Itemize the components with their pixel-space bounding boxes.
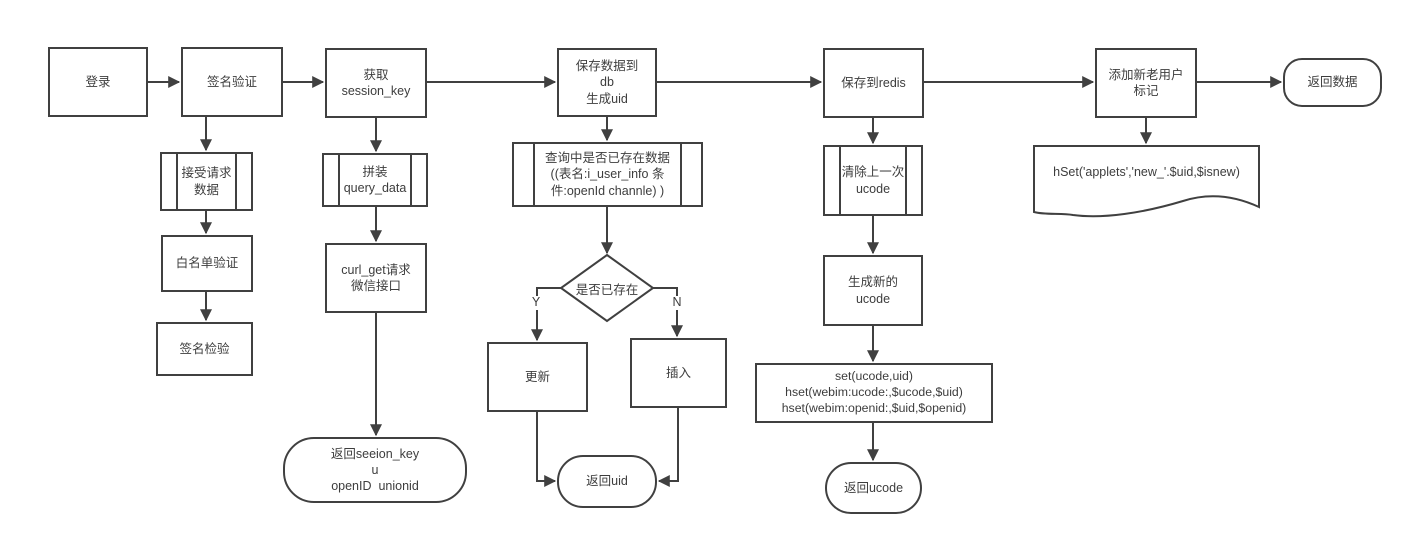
node-return-data-label: 返回数据 — [1307, 75, 1358, 90]
node-return-uid-label: 返回uid — [586, 474, 628, 489]
connector-update-returnuid — [536, 412, 557, 487]
node-exists-decision — [556, 250, 658, 326]
node-insert: 插入 — [630, 338, 727, 408]
node-accept-request-label: 接受请求 数据 — [181, 166, 232, 197]
node-whitelist-verify-label: 白名单验证 — [175, 256, 239, 271]
node-save-redis-label: 保存到redis — [841, 75, 906, 90]
node-save-redis: 保存到redis — [823, 48, 924, 118]
node-return-session-label: 返回seeion_key u openID unionid — [330, 446, 420, 494]
hset-doc-shape — [1033, 145, 1260, 218]
node-hset-doc-label: hSet('applets','new_'.$uid,$isnew) — [1053, 165, 1240, 179]
node-return-ucode: 返回ucode — [825, 462, 922, 514]
connector-decision-insert-no — [653, 287, 683, 338]
node-redis-cmds: set(ucode,uid) hset(webim:ucode:,$ucode,… — [755, 363, 993, 423]
node-sign-verify: 签名验证 — [181, 47, 283, 117]
node-query-exists-label: 查询中是否已存在数据 ((表名:i_user_info 条 件:openId c… — [544, 151, 670, 198]
node-query-exists: 查询中是否已存在数据 ((表名:i_user_info 条 件:openId c… — [512, 142, 703, 207]
node-gen-ucode: 生成新的 ucode — [823, 255, 923, 326]
node-get-session-key: 获取 session_key — [325, 48, 427, 118]
node-redis-cmds-label: set(ucode,uid) hset(webim:ucode:,$ucode,… — [781, 369, 967, 415]
node-get-session-key-label: 获取 session_key — [341, 67, 411, 98]
node-save-db-label: 保存数据到 db 生成uid — [575, 59, 639, 106]
node-clear-ucode-label: 清除上一次 ucode — [841, 165, 905, 196]
node-login: 登录 — [48, 47, 148, 117]
edge-label-yes: Y — [528, 295, 544, 310]
connector-decision-update-yes — [531, 287, 561, 342]
node-return-session: 返回seeion_key u openID unionid — [283, 437, 467, 503]
exists-decision-diamond — [559, 253, 655, 323]
node-gen-ucode-label: 生成新的 ucode — [847, 275, 898, 306]
node-add-user-mark: 添加新老用户 标记 — [1095, 48, 1197, 118]
node-return-ucode-label: 返回ucode — [843, 480, 904, 495]
node-hset-doc: hSet('applets','new_'.$uid,$isnew) — [1033, 145, 1260, 221]
node-return-data: 返回数据 — [1283, 58, 1382, 107]
node-curl-get: curl_get请求 微信接口 — [325, 243, 427, 313]
node-assemble-query-label: 拼装 query_data — [343, 164, 407, 195]
node-login-label: 登录 — [85, 74, 111, 89]
node-whitelist-verify: 白名单验证 — [161, 235, 253, 292]
node-insert-label: 插入 — [665, 365, 691, 380]
node-update-label: 更新 — [524, 369, 550, 384]
node-accept-request: 接受请求 数据 — [160, 152, 253, 211]
node-update: 更新 — [487, 342, 588, 412]
edge-label-no: N — [669, 295, 685, 310]
node-add-user-mark-label: 添加新老用户 标记 — [1108, 67, 1184, 98]
node-save-db: 保存数据到 db 生成uid — [557, 48, 657, 117]
node-return-uid: 返回uid — [557, 455, 657, 508]
node-assemble-query: 拼装 query_data — [322, 153, 428, 207]
connector-insert-returnuid — [657, 408, 679, 487]
node-sign-check: 签名检验 — [156, 322, 253, 376]
node-curl-get-label: curl_get请求 微信接口 — [341, 262, 411, 293]
node-sign-verify-label: 签名验证 — [206, 74, 257, 89]
node-sign-check-label: 签名检验 — [179, 341, 230, 356]
node-clear-ucode: 清除上一次 ucode — [823, 145, 923, 216]
